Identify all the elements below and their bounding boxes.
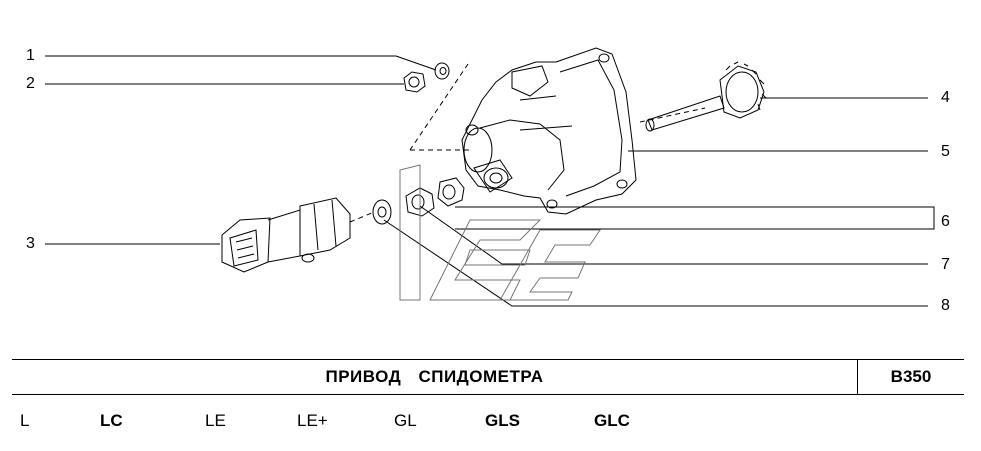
catalogue-logo <box>399 164 601 301</box>
part-1-small-nut <box>434 62 450 80</box>
variant-gls: GLS <box>485 411 520 430</box>
diagram-title: ПРИВОД СПИДОМЕТРА <box>325 367 544 386</box>
callout-3: 3 <box>26 235 35 252</box>
exploded-view-drawing <box>45 47 935 307</box>
variant-le: LE <box>205 411 226 430</box>
callout-1: 1 <box>26 47 35 64</box>
callout-6: 6 <box>941 213 950 230</box>
leader-line-7 <box>419 205 928 265</box>
callout-5: 5 <box>941 143 950 160</box>
diagram-code: B350 <box>890 367 932 386</box>
part-4-gear-shaft <box>645 61 767 132</box>
callout-2: 2 <box>26 75 35 92</box>
variant-glc: GLC <box>594 411 630 430</box>
variant-lc: LC <box>100 411 123 430</box>
variant-l: L <box>20 411 30 430</box>
part-6-bushing <box>437 177 465 207</box>
title-block: ПРИВОД СПИДОМЕТРА B350 <box>12 359 964 395</box>
variant-le-plus: LE+ <box>297 411 328 430</box>
part-8-washer <box>372 199 392 225</box>
callout-7: 7 <box>941 256 950 273</box>
title-divider <box>857 360 858 394</box>
part-2-nut <box>403 71 426 93</box>
variant-gl: GL <box>394 411 417 430</box>
leader-line-8 <box>383 219 928 307</box>
callout-4: 4 <box>941 89 950 106</box>
part-3-speed-sensor <box>221 197 351 273</box>
callout-8: 8 <box>941 297 950 314</box>
part-5-drive-housing <box>461 47 637 215</box>
